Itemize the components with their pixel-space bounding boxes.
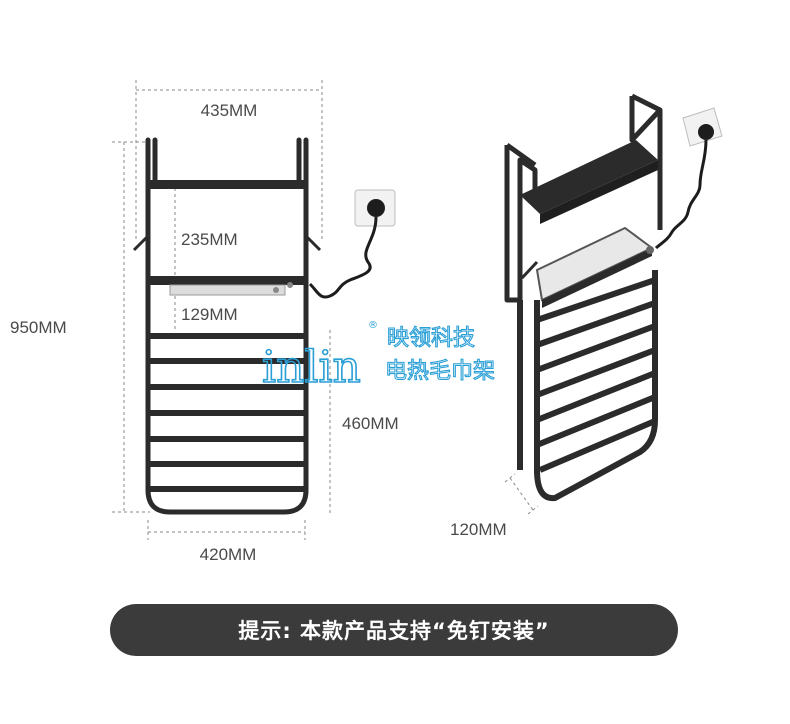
front-view: 435MM 235MM 129MM 950MM 460MM 420MM	[10, 80, 399, 564]
dim-depth: 120MM	[450, 520, 507, 539]
dim-shelf-gap: 235MM	[181, 230, 238, 249]
tip-text: 提示: 本款产品支持“免钉安装”	[238, 619, 550, 643]
brand-reg-mark: ®	[368, 320, 378, 331]
dim-height-total: 950MM	[10, 318, 67, 337]
dim-width-top: 435MM	[201, 101, 258, 120]
perspective-view: 120MM	[450, 93, 723, 539]
brand-name-cn: 映领科技	[387, 326, 475, 351]
dim-width-bottom: 420MM	[200, 545, 257, 564]
brand-product-cn: 电热毛巾架	[385, 359, 495, 384]
brand-logo-latin: inlin	[262, 342, 361, 393]
tip-banner: 提示: 本款产品支持“免钉安装”	[110, 604, 678, 656]
wall-socket-perspective	[654, 107, 723, 250]
dim-shelf-to-bar: 129MM	[181, 305, 238, 324]
wall-socket-front	[308, 189, 396, 299]
dim-lower-height: 460MM	[342, 414, 399, 433]
brand-watermark: inlin ® 映领科技 电热毛巾架	[261, 320, 495, 394]
